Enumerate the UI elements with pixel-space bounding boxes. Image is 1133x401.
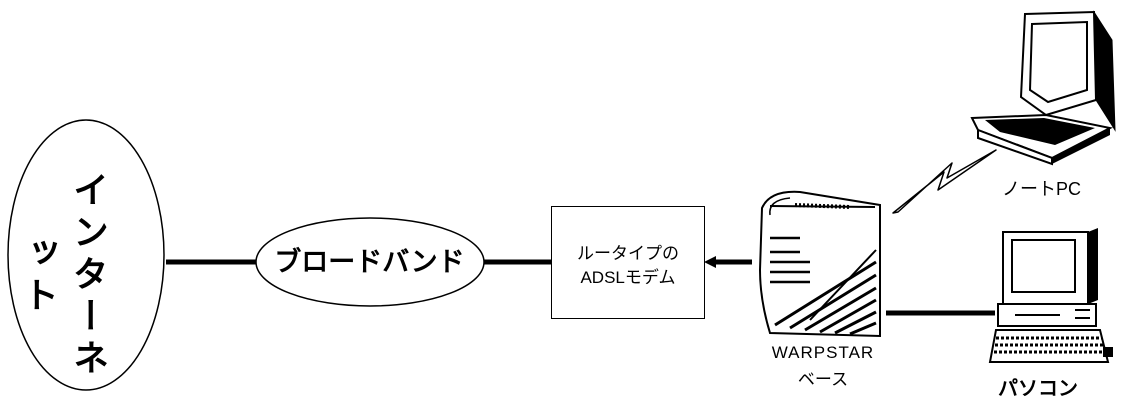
modem-label-line2: ADSLモデム [580,268,676,287]
modem-label-line1: ルータイプの [577,244,679,263]
warpstar-label-line1: WARPSTAR [771,343,875,362]
wireless-signal-icon [892,149,997,214]
desktop-pc-icon [988,228,1113,363]
arrow-head-icon [704,256,716,268]
warpstar-device-icon [758,190,881,338]
notebook-pc-icon [970,10,1116,166]
desktop-label: パソコン [998,378,1078,400]
internet-node [7,119,165,391]
internet-label: インターネット [17,171,108,381]
warpstar-label-line2: ベース [797,370,849,389]
modem-node: ルータイプの ADSLモデム [551,206,705,319]
notebook-label: ノートPC [1002,179,1082,199]
broadband-label: ブロードバンド [274,247,465,278]
